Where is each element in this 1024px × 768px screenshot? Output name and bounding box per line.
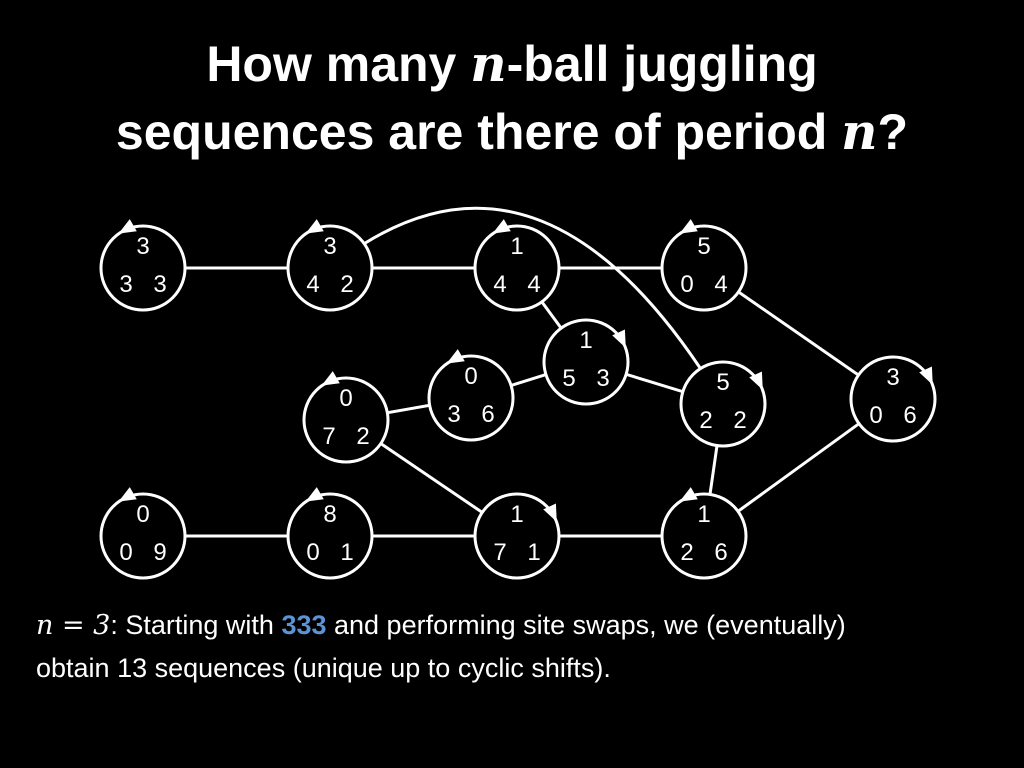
node-value-left: 3	[447, 401, 460, 428]
node-value-right: 2	[733, 407, 746, 434]
node-value-right: 6	[481, 401, 494, 428]
node-value-left: 7	[493, 539, 506, 566]
rotation-arrow-icon	[321, 371, 340, 386]
node-circle	[427, 354, 515, 442]
node-value-left: 4	[306, 271, 319, 298]
rotation-arrow-icon	[679, 487, 698, 502]
caption-line-1: n = 3: Starting with 333 and performing …	[36, 604, 996, 647]
node-circle	[99, 224, 187, 312]
node-value-right: 4	[714, 271, 727, 298]
node-value-right: 6	[714, 539, 727, 566]
title-text: -ball juggling	[506, 36, 818, 92]
rotation-arrow-icon	[612, 329, 626, 348]
node-value-right: 4	[527, 271, 540, 298]
rotation-arrow-icon	[919, 366, 933, 385]
node-value-left: 0	[119, 539, 132, 566]
node-value-left: 3	[119, 271, 132, 298]
node-value-top: 0	[339, 385, 352, 412]
node-value-top: 1	[510, 501, 523, 528]
node-circle	[660, 224, 748, 312]
node-value-top: 3	[136, 233, 149, 260]
slide-title: How many n-ball juggling sequences are t…	[0, 30, 1024, 166]
node-value-left: 2	[699, 407, 712, 434]
node-circle	[99, 492, 187, 580]
node-value-left: 0	[306, 539, 319, 566]
node-value-right: 1	[527, 539, 540, 566]
caption-text: and performing site swaps, we (eventuall…	[326, 610, 846, 640]
node-circle	[473, 224, 561, 312]
title-text: sequences are there of period	[115, 104, 842, 160]
rotation-arrow-icon	[492, 219, 511, 234]
node-value-top: 1	[697, 501, 710, 528]
node-value-top: 0	[136, 501, 149, 528]
node-circle	[286, 224, 374, 312]
node-value-right: 2	[356, 423, 369, 450]
title-variable-n: n	[841, 102, 878, 161]
rotation-arrow-icon	[543, 503, 557, 522]
node-value-right: 9	[153, 539, 166, 566]
node-value-top: 5	[697, 233, 710, 260]
node-value-top: 5	[716, 369, 729, 396]
node-value-right: 6	[903, 402, 916, 429]
node-value-left: 0	[869, 402, 882, 429]
title-line-2: sequences are there of period n?	[0, 98, 1024, 166]
title-text: How many	[206, 36, 471, 92]
edge-n342-n522	[329, 206, 725, 405]
rotation-arrow-icon	[305, 219, 324, 234]
rotation-arrow-icon	[446, 349, 465, 364]
rotation-arrow-icon	[305, 487, 324, 502]
caption-variable-n: n	[36, 610, 54, 641]
node-value-top: 0	[464, 363, 477, 390]
title-line-1: How many n-ball juggling	[0, 30, 1024, 98]
node-value-right: 1	[340, 539, 353, 566]
node-circle	[302, 376, 390, 464]
node-circle	[542, 318, 630, 406]
caption-equation: = 3	[53, 610, 111, 641]
node-value-top: 8	[323, 501, 336, 528]
node-value-top: 3	[323, 233, 336, 260]
node-circle	[286, 492, 374, 580]
caption: n = 3: Starting with 333 and performing …	[36, 604, 996, 689]
node-value-top: 3	[886, 364, 899, 391]
caption-text: : Starting with	[110, 610, 282, 640]
node-circle	[660, 492, 748, 580]
caption-highlight-333: 333	[281, 610, 327, 640]
rotation-arrow-icon	[679, 219, 698, 234]
node-value-left: 0	[680, 271, 693, 298]
node-circle	[679, 360, 767, 448]
node-value-left: 4	[493, 271, 506, 298]
node-circle	[849, 355, 937, 443]
caption-line-2: obtain 13 sequences (unique up to cyclic…	[36, 653, 611, 683]
node-value-right: 3	[153, 271, 166, 298]
node-value-right: 3	[596, 365, 609, 392]
node-value-top: 1	[510, 233, 523, 260]
rotation-arrow-icon	[118, 219, 137, 234]
node-value-left: 7	[322, 423, 335, 450]
title-text: ?	[877, 104, 909, 160]
node-circle	[473, 492, 561, 580]
node-value-left: 5	[562, 365, 575, 392]
node-value-right: 2	[340, 271, 353, 298]
node-value-left: 2	[680, 539, 693, 566]
node-value-top: 1	[579, 327, 592, 354]
rotation-arrow-icon	[749, 371, 763, 390]
title-variable-n: n	[470, 34, 507, 93]
rotation-arrow-icon	[118, 487, 137, 502]
